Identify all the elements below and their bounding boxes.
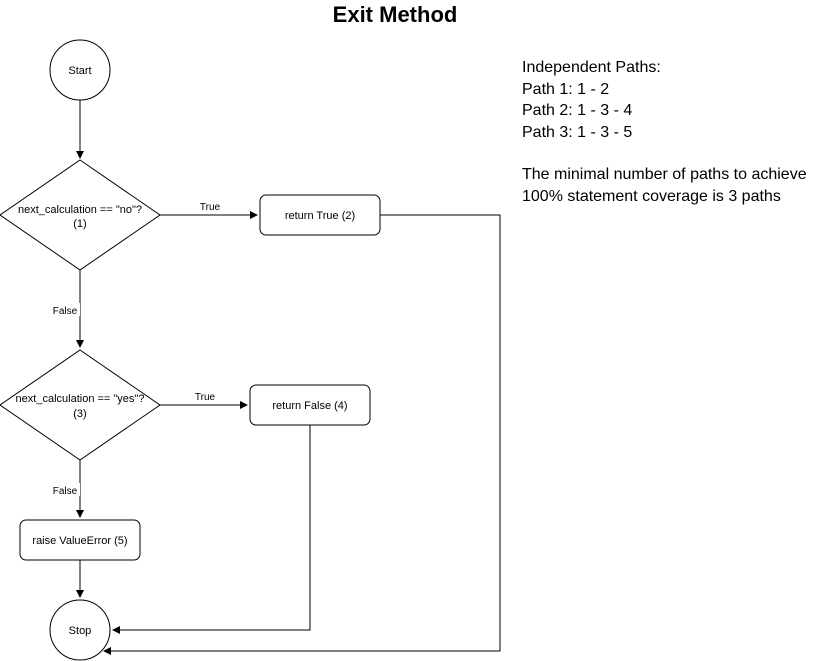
decision-node-1: next_calculation == "no"? (1) [0, 159, 161, 271]
start-node: Start [49, 39, 111, 101]
path-item: Path 2: 1 - 3 - 4 [522, 102, 633, 119]
edge-label-d1-true: True [200, 202, 221, 213]
stop-label: Stop [69, 625, 92, 637]
decision1-number: (1) [73, 218, 86, 230]
edge-label-d2-true: True [195, 392, 216, 403]
decision-node-2: next_calculation == "yes"? (3) [0, 349, 161, 461]
return-true-label: return True (2) [285, 210, 355, 222]
edge-labels: True False True False [50, 202, 221, 497]
edge-label-d2-false: False [53, 486, 78, 497]
raise-error-node: raise ValueError (5) [19, 519, 141, 561]
diagram-title: Exit Method [332, 2, 458, 27]
return-false-node: return False (4) [249, 384, 371, 426]
edge-return-true-to-stop [103, 214, 501, 655]
decision2-number: (3) [73, 408, 86, 420]
notes-summary: The minimal number of paths to achieve 1… [522, 166, 807, 205]
start-label: Start [68, 65, 91, 77]
decision1-condition: next_calculation == "no"? [18, 204, 142, 216]
return-false-label: return False (4) [272, 400, 347, 412]
path-item: Path 1: 1 - 2 [522, 80, 610, 98]
raise-error-label: raise ValueError (5) [32, 535, 127, 547]
spacer [522, 143, 821, 164]
notes-panel: Independent Paths: Path 1: 1 - 2 Path 2:… [522, 57, 821, 207]
return-true-node: return True (2) [259, 194, 381, 236]
stop-node: Stop [49, 599, 111, 661]
decision2-condition: next_calculation == "yes"? [16, 393, 145, 405]
edge-label-d1-false: False [53, 306, 78, 317]
edge-return-false-to-stop [112, 425, 311, 634]
path-item: Path 3: 1 - 3 - 5 [522, 123, 633, 141]
notes-heading: Independent Paths: [522, 59, 661, 76]
edges [76, 100, 501, 655]
